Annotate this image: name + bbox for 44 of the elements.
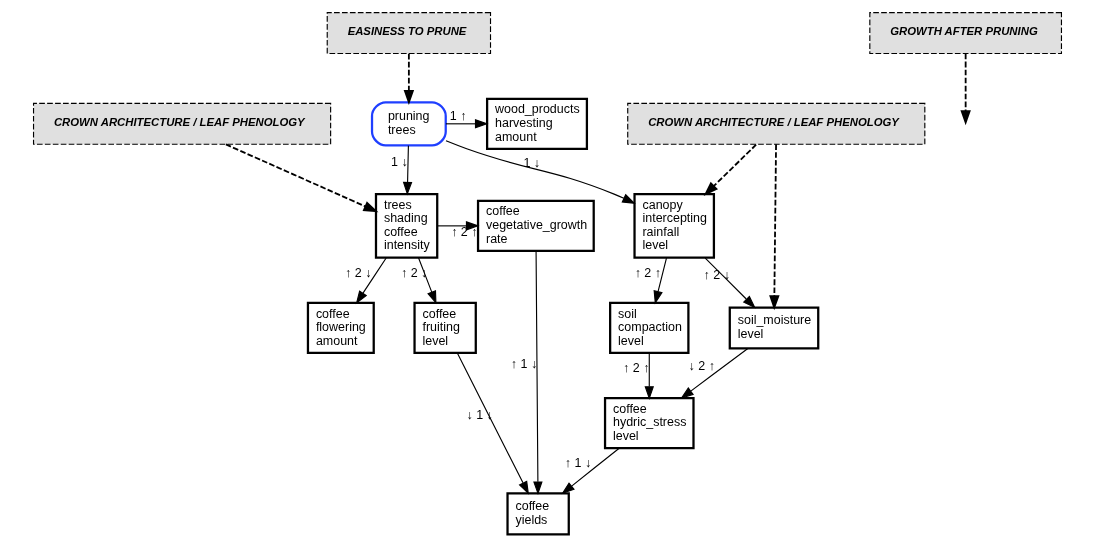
arrow [653, 257, 667, 305]
node-box: EASINESS TO PRUNE [326, 12, 491, 55]
arrow [456, 352, 529, 495]
arrow [436, 221, 479, 231]
node-box: trees shading coffee intensity [374, 193, 438, 259]
edge-label: ↑ 1 ↓ [564, 456, 591, 471]
edge-label: ↑ 2 ↓ [344, 265, 371, 280]
node-box: soil_moisture level [728, 306, 819, 350]
node-box: pruning trees [370, 101, 447, 147]
arrow [679, 348, 748, 399]
node-box: soil compaction level [608, 301, 690, 354]
arrow [703, 143, 757, 196]
edge-label: ↑ 1 ↓ [510, 357, 537, 372]
edge-label: 1 ↓ [390, 155, 408, 170]
arrow [403, 52, 414, 105]
arrow [532, 250, 543, 496]
edge-label: 1 ↑ [449, 109, 466, 124]
edge-label: ↑ 2 ↓ [703, 267, 730, 282]
arrow [417, 257, 436, 305]
edge-label: ↓ 1 ↓ [466, 408, 493, 423]
node-box: coffee vegetative_growth rate [476, 199, 595, 252]
arrow [644, 352, 654, 400]
arrow [560, 447, 620, 495]
arrow [768, 143, 780, 311]
node-box: CROWN ARCHITECTURE / LEAF PHENOLOGY [32, 102, 331, 145]
edge-label: ↑ 2 ↑ [634, 265, 661, 280]
edge-label: ↑ 2 ↓ [400, 265, 427, 280]
node-box: CROWN ARCHITECTURE / LEAF PHENOLOGY [626, 102, 925, 145]
edge-label: ↓ 2 ↑ [688, 358, 715, 373]
node-box: coffee hydric_stress level [603, 397, 695, 450]
node-box: coffee yields [505, 492, 570, 536]
node-box: GROWTH AFTER PRUNING [868, 12, 1062, 55]
arrow [224, 143, 378, 213]
arrow [355, 257, 387, 305]
node-box: canopy intercepting rainfall level [632, 193, 715, 259]
node-box: wood_products harvesting amount [485, 97, 588, 150]
arrow [402, 145, 412, 196]
node-box: coffee fruiting level [412, 301, 477, 354]
arrow [704, 257, 756, 309]
node-box: coffee flowering amount [306, 301, 375, 354]
arrow [444, 119, 489, 129]
arrow [959, 52, 971, 126]
arrow [444, 140, 636, 204]
edge-label: ↑ 2 ↑ [622, 360, 649, 375]
